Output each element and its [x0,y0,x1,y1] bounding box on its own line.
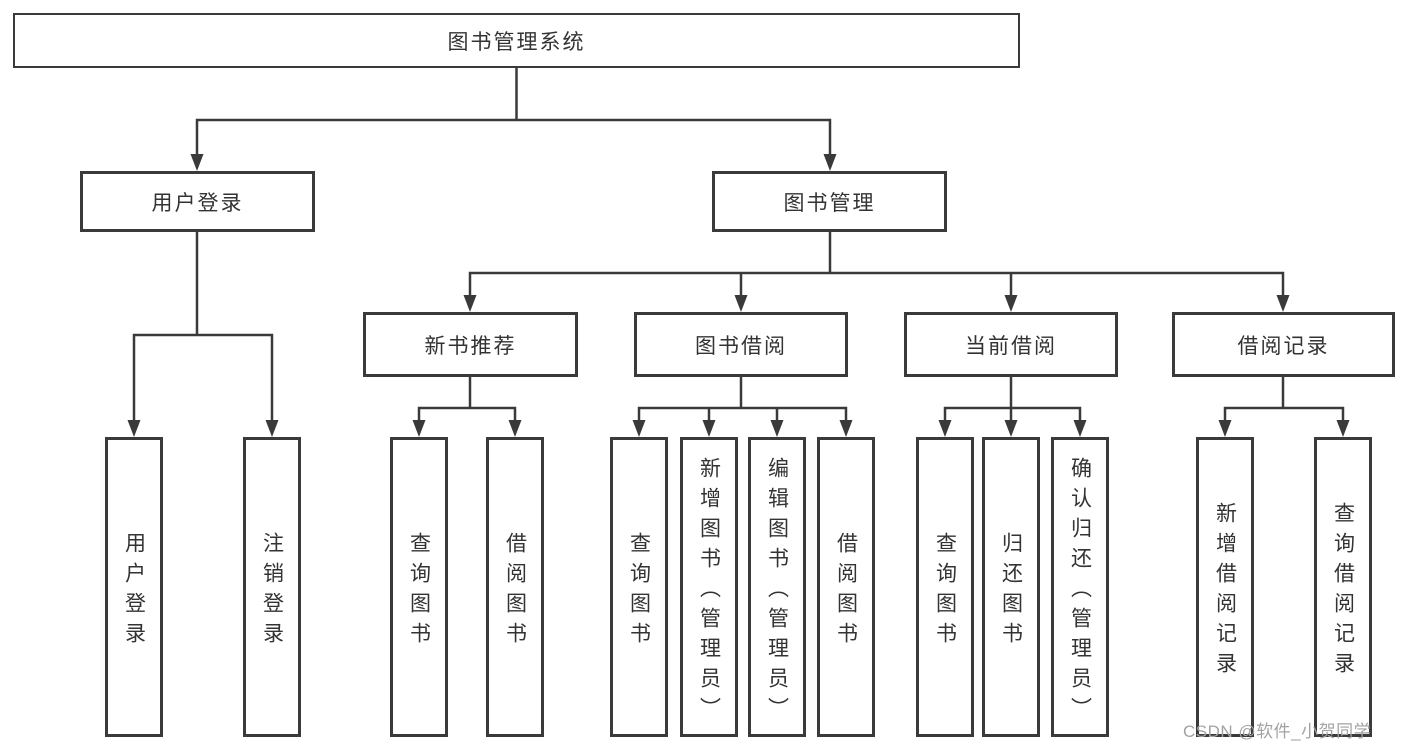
node-label: 新增借阅记录 [1213,501,1237,682]
node-label: 图书借阅 [695,334,787,358]
leaf-query-books-current: 查询图书 [916,437,974,737]
leaf-query-books-recommend: 查询图书 [390,437,448,737]
node-label: 查询图书 [407,531,431,652]
node-label: 用户登录 [122,531,146,652]
node-label: 归还图书 [999,531,1023,652]
node-label: 编辑图书（管理员） [765,456,789,727]
leaf-add-book-admin: 新增图书（管理员） [680,437,738,737]
arrowheads [127,154,1350,437]
node-label: 图书管理系统 [447,30,586,54]
leaf-add-borrow-record: 新增借阅记录 [1196,437,1254,737]
node-label: 注销登录 [260,531,284,652]
node-user-login: 用户登录 [80,171,315,232]
csdn-watermark: CSDN @软件_小贺同学 [1183,722,1372,741]
leaf-logout: 注销登录 [243,437,301,737]
leaf-confirm-return-admin: 确认归还（管理员） [1051,437,1109,737]
node-label: 新增图书（管理员） [697,456,721,727]
leaf-return-book: 归还图书 [982,437,1040,737]
node-label: 新书推荐 [424,334,517,358]
node-label: 查询借阅记录 [1331,501,1355,682]
node-label: 查询图书 [627,531,651,652]
node-label: 图书管理 [783,191,876,215]
node-new-book-recommendation: 新书推荐 [363,312,578,377]
node-current-borrowing: 当前借阅 [904,312,1118,377]
node-label: 确认归还（管理员） [1068,456,1092,727]
node-library-management-system: 图书管理系统 [13,13,1020,68]
node-label: 借阅图书 [503,531,527,652]
node-label: 当前借阅 [965,334,1057,358]
node-book-management: 图书管理 [712,171,947,232]
leaf-edit-book-admin: 编辑图书（管理员） [748,437,806,737]
leaf-borrow-books-recommend: 借阅图书 [486,437,544,737]
leaf-query-books-borrowing: 查询图书 [610,437,668,737]
leaf-query-borrow-record: 查询借阅记录 [1314,437,1372,737]
node-borrowing-records: 借阅记录 [1172,312,1395,377]
node-book-borrowing: 图书借阅 [634,312,848,377]
leaf-user-login: 用户登录 [105,437,163,737]
node-label: 借阅记录 [1237,334,1330,358]
node-label: 用户登录 [151,191,244,215]
node-label: 借阅图书 [834,531,858,652]
node-label: 查询图书 [933,531,957,652]
leaf-borrow-books-borrowing: 借阅图书 [817,437,875,737]
